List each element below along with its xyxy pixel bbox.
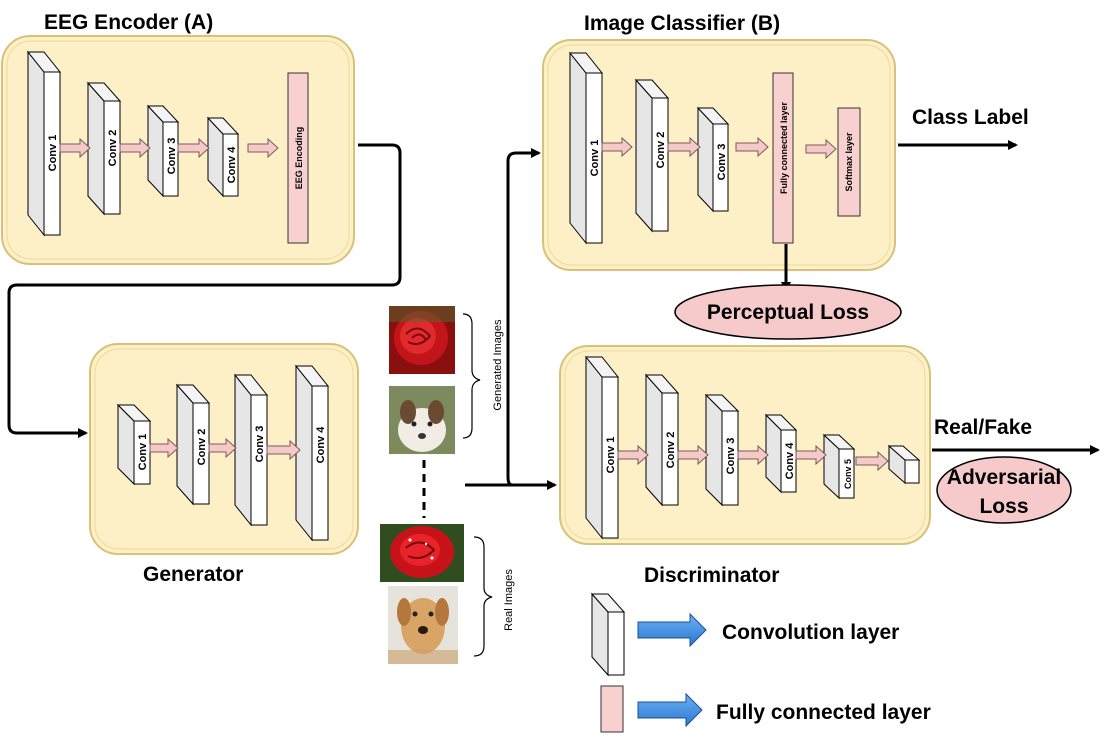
real-images-brace	[473, 536, 493, 657]
real-dog-image	[388, 586, 458, 664]
class-label-text: Class Label	[912, 106, 1029, 129]
generator-conv-2-label: Conv 2	[196, 429, 208, 466]
encoder-conv-4-label: Conv 4	[226, 146, 238, 184]
generator-flow-arrow-2	[208, 437, 237, 459]
generated-dog-image	[389, 386, 455, 454]
legend-conv-swatch	[590, 592, 626, 677]
classifier-conv-3-label: Conv 3	[716, 144, 728, 181]
generator-title: Generator	[143, 563, 243, 586]
legend-conv-arrow	[637, 612, 707, 648]
legend-fc-swatch	[600, 685, 624, 733]
perceptual-loss-ellipse: Perceptual Loss	[674, 284, 902, 340]
perceptual-loss-text: Perceptual Loss	[707, 301, 869, 324]
discriminator-output-block	[887, 444, 921, 485]
real-images-label: Real Images	[503, 569, 515, 631]
generated-images-brace	[462, 313, 481, 439]
classifier-conv-1: Conv 1	[568, 51, 604, 245]
encoder-to-generator-connector	[7, 143, 402, 438]
generator-flow-arrow-1	[149, 437, 179, 459]
encoder-flow-arrow-3	[177, 137, 210, 159]
classifier-flow-arrow-4	[805, 138, 837, 160]
discriminator-conv-1: Conv 1	[584, 355, 620, 540]
generated-images-label: Generated Images	[492, 319, 504, 411]
encoder-conv-3: Conv 3	[146, 104, 180, 198]
classifier-fc-label: Fully connected layer	[779, 101, 789, 194]
discriminator-flow-arrow-4	[795, 444, 827, 466]
discriminator-conv-2-label: Conv 2	[665, 432, 677, 469]
encoder-fc: EEG Encoding	[287, 72, 309, 244]
generator-conv-2: Conv 2	[175, 383, 211, 506]
generator-conv-1: Conv 1	[116, 403, 152, 486]
discriminator-conv-4: Conv 4	[764, 413, 798, 494]
legend-conv-label: Convolution layer	[722, 621, 899, 644]
discriminator-flow-arrow-2	[677, 444, 709, 466]
encoder-conv-2-label: Conv 2	[107, 130, 119, 167]
generator-conv-3-label: Conv 3	[254, 426, 266, 463]
encoder-conv-4: Conv 4	[206, 116, 240, 198]
classifier-flow-arrow-1	[601, 136, 633, 158]
discriminator-conv-2: Conv 2	[644, 373, 680, 507]
discriminator-title: Discriminator	[644, 564, 779, 587]
discriminator-conv-4-label: Conv 4	[784, 442, 796, 480]
real-rose-image	[380, 524, 464, 582]
adversarial-loss-ellipse: Adversarial Loss	[936, 456, 1072, 524]
generator-conv-1-label: Conv 1	[137, 434, 149, 471]
adversarial-loss-text-line2: Loss	[979, 495, 1028, 518]
encoder-flow-arrow-2	[119, 137, 151, 159]
encoder-conv-2: Conv 2	[86, 81, 122, 216]
discriminator-flow-arrow-3	[737, 444, 769, 466]
real-fake-text: Real/Fake	[934, 416, 1032, 439]
generator-flow-arrow-3	[266, 439, 301, 461]
generator-conv-4-label: Conv 4	[315, 426, 327, 464]
classifier-softmax-label: Softmax layer	[844, 132, 854, 192]
classifier-flow-arrow-2	[667, 136, 701, 158]
discriminator-conv-5: Conv 5	[822, 433, 856, 500]
classifier-title: Image Classifier (B)	[584, 12, 780, 35]
encoder-fc-label: EEG Encoding	[294, 127, 304, 190]
discriminator-conv-1-label: Conv 1	[605, 437, 617, 474]
encoder-conv-3-label: Conv 3	[166, 138, 178, 175]
legend-fc-label: Fully connected layer	[716, 701, 931, 724]
classifier-conv-3: Conv 3	[696, 106, 730, 213]
discriminator-flow-arrow-5	[855, 450, 889, 472]
classifier-conv-2-label: Conv 2	[655, 132, 667, 169]
classifier-fc: Fully connected layer	[772, 72, 794, 244]
classifier-conv-1-label: Conv 1	[589, 140, 601, 177]
adversarial-loss-text-line1: Adversarial	[947, 466, 1061, 489]
encoder-conv-1: Conv 1	[26, 50, 62, 237]
legend-fc-arrow	[637, 692, 703, 728]
generator-conv-4: Conv 4	[294, 364, 330, 542]
encoder-flow-arrow-4	[247, 137, 279, 159]
generated-rose-image	[389, 306, 455, 374]
encoder-title: EEG Encoder (A)	[44, 11, 213, 34]
discriminator-conv-5-label: Conv 5	[843, 459, 853, 489]
discriminator-conv-3: Conv 3	[704, 393, 740, 507]
discriminator-flow-arrow-1	[617, 444, 649, 466]
classifier-conv-2: Conv 2	[634, 78, 670, 233]
generator-conv-3: Conv 3	[233, 373, 269, 527]
encoder-flow-arrow-1	[59, 137, 91, 159]
discriminator-conv-3-label: Conv 3	[725, 438, 737, 475]
images-to-classifier-connector	[506, 148, 541, 487]
encoder-conv-1-label: Conv 1	[47, 135, 59, 172]
classifier-softmax: Softmax layer	[837, 107, 861, 217]
classifier-flow-arrow-3	[735, 136, 769, 158]
